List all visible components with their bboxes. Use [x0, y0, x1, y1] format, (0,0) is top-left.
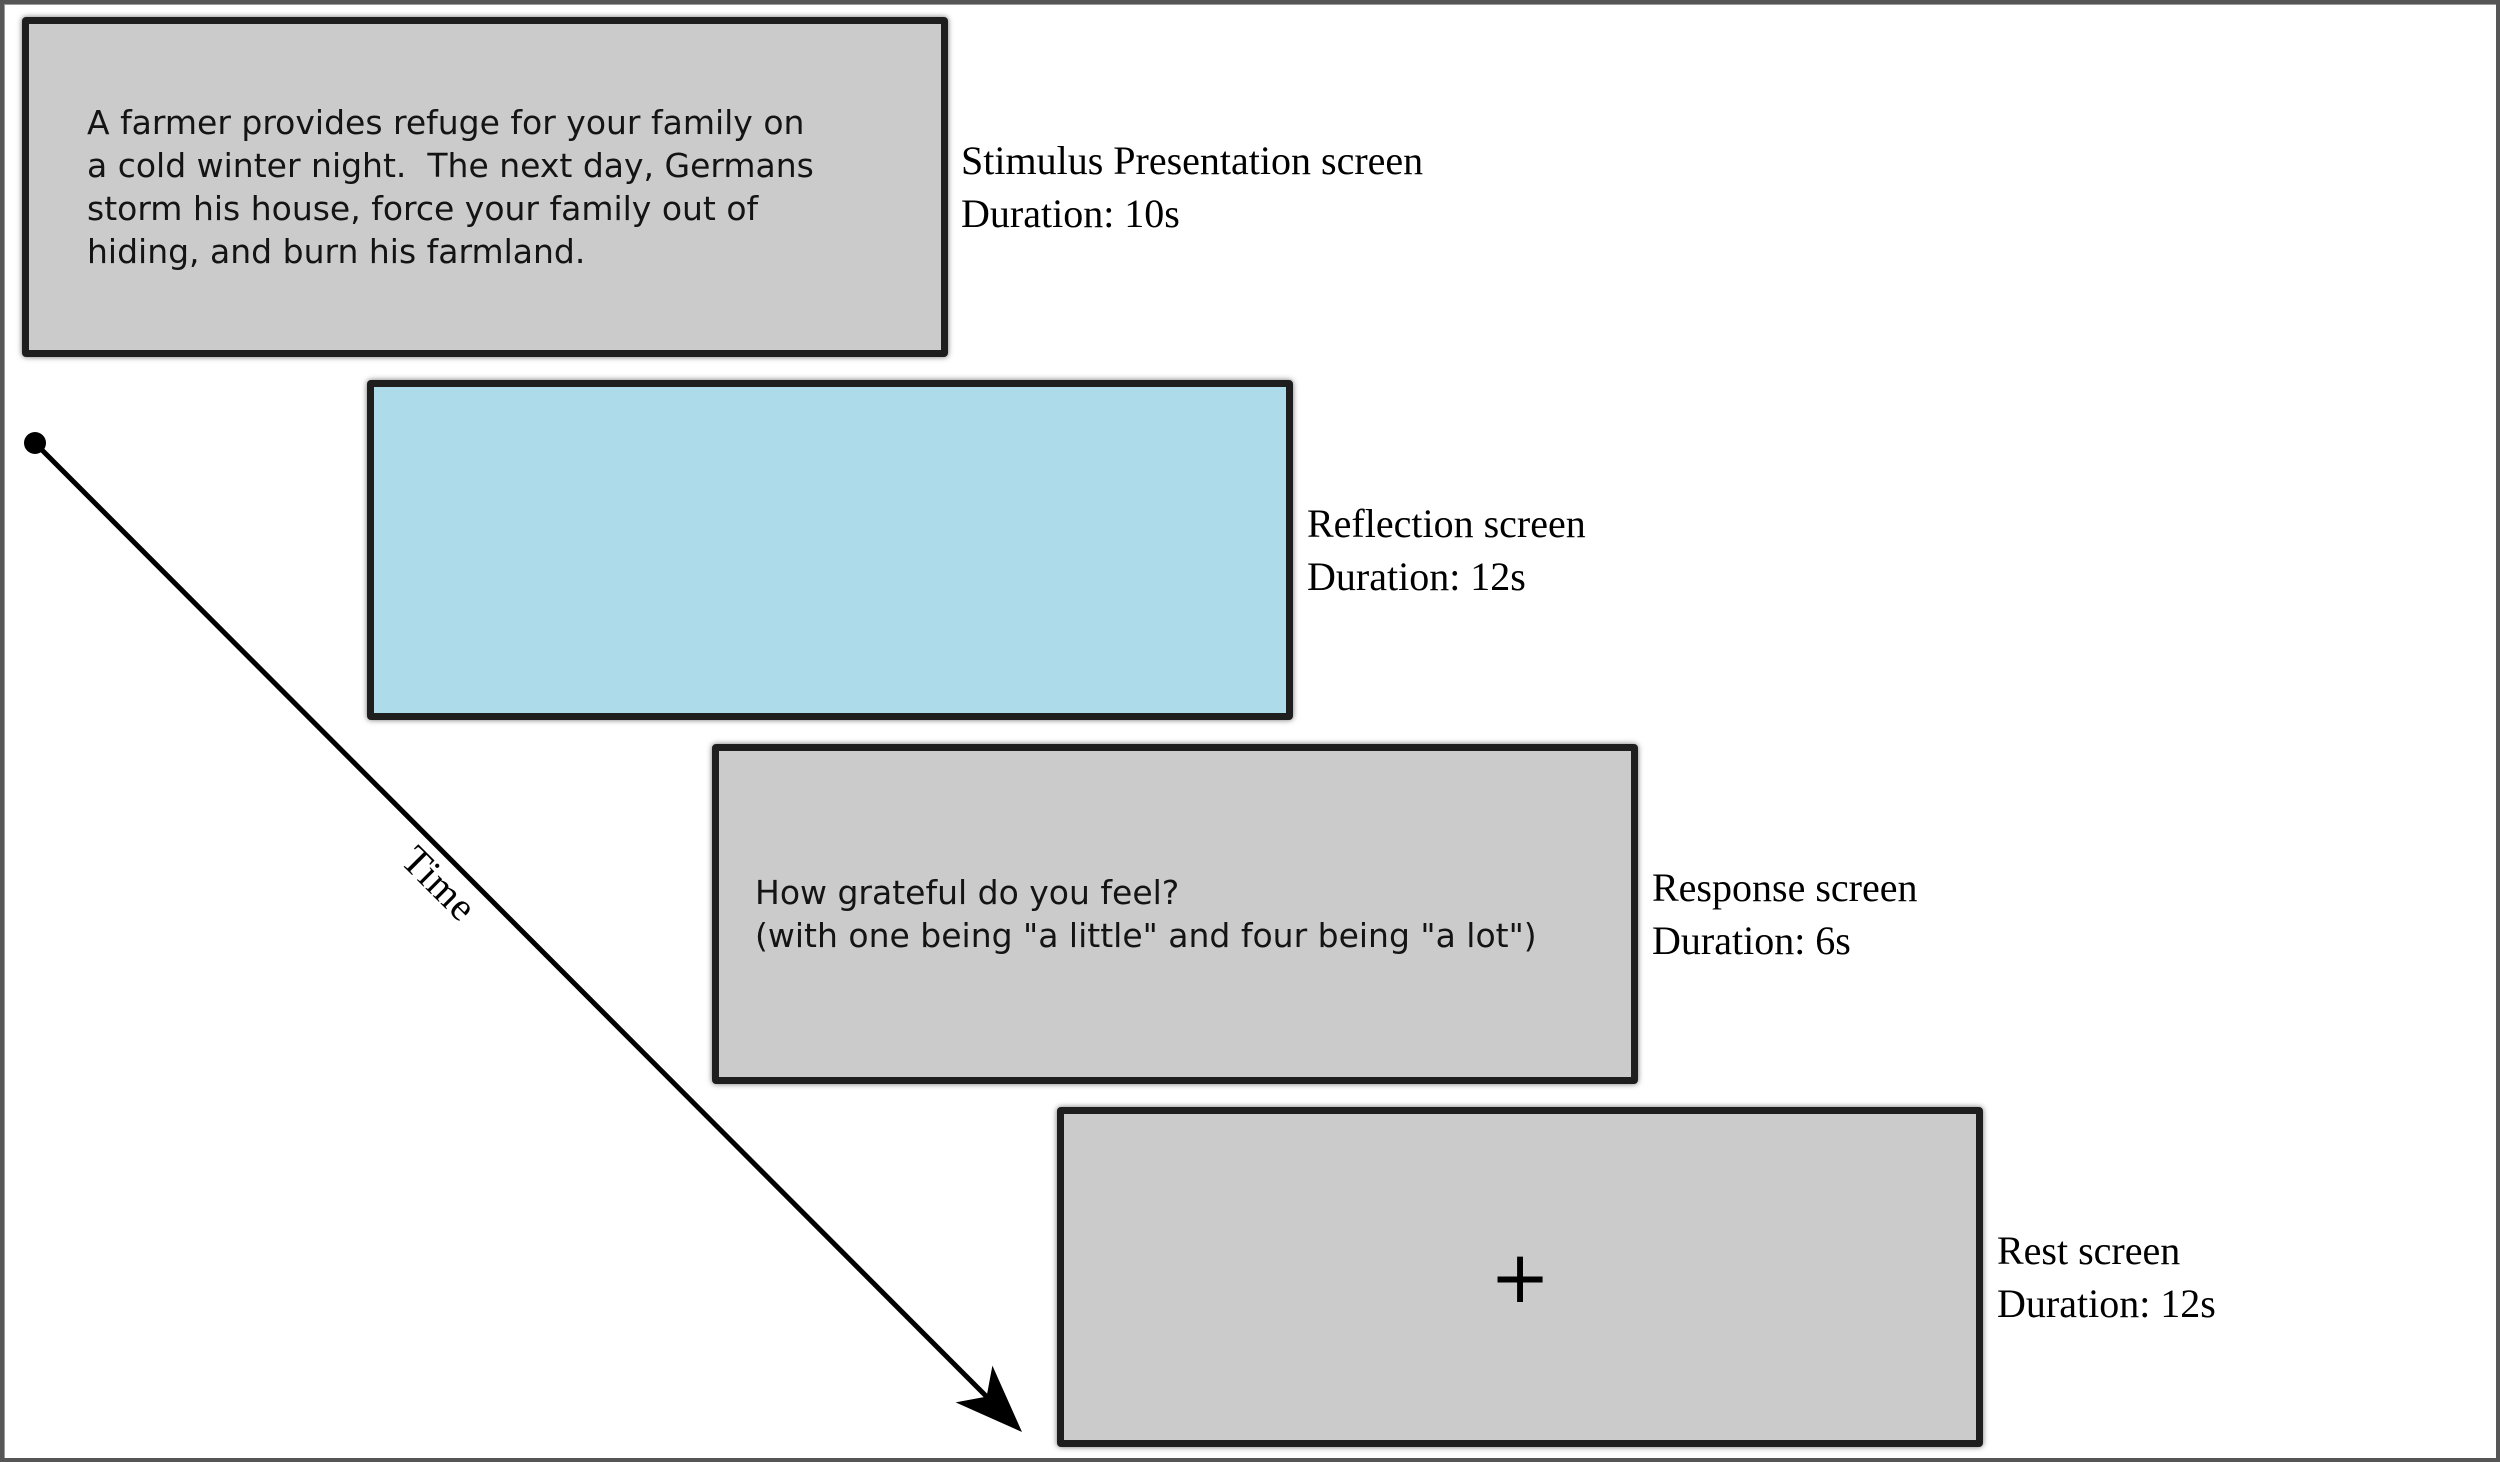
response-question-text: How grateful do you feel? (with one bein… [755, 873, 1537, 955]
rest-screen: + [1057, 1107, 1983, 1447]
label-duration: Duration: 12s [1307, 554, 1526, 599]
label-title: Reflection screen [1307, 501, 1586, 546]
label-duration: Duration: 10s [961, 191, 1180, 236]
label-duration: Duration: 6s [1652, 918, 1851, 963]
label-title: Stimulus Presentation screen [961, 138, 1424, 183]
stimulus-text: A farmer provides refuge for your family… [87, 103, 814, 271]
response-screen: How grateful do you feel? (with one bein… [712, 744, 1638, 1084]
fixation-cross-icon: + [1489, 1235, 1551, 1319]
response-screen-label: Response screen Duration: 6s [1652, 744, 1917, 1084]
label-title: Response screen [1652, 865, 1918, 910]
label-duration: Duration: 12s [1997, 1281, 2216, 1326]
reflection-screen [367, 380, 1293, 720]
arrowhead-icon [955, 1365, 1022, 1432]
label-title: Rest screen [1997, 1228, 2181, 1273]
stimulus-presentation-screen-label: Stimulus Presentation screen Duration: 1… [961, 17, 1423, 357]
stimulus-presentation-screen: A farmer provides refuge for your family… [22, 17, 948, 357]
rest-screen-label: Rest screen Duration: 12s [1997, 1107, 2216, 1447]
arrow-shaft [33, 441, 990, 1400]
time-axis-label: Time [393, 837, 486, 930]
reflection-screen-label: Reflection screen Duration: 12s [1307, 380, 1586, 720]
